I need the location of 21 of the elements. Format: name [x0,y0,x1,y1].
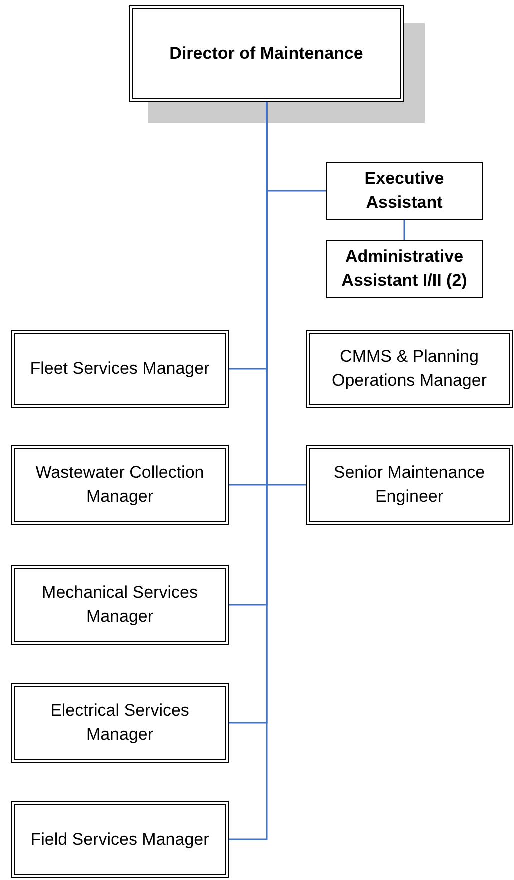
position-title: Administrative Assistant I/II (2) [340,246,468,292]
position-title: Executive Assistant [364,168,446,214]
position-box [326,240,483,298]
position-box [129,5,404,102]
position-title: Wastewater Collection Manager [34,462,206,508]
position-title: Electrical Services Manager [50,700,190,746]
position-title: CMMS & Planning Operations Manager [331,346,488,392]
position-box [11,683,229,763]
position-box [11,330,229,408]
position-box [326,162,483,220]
connector-line [404,220,406,240]
position-box [11,445,229,525]
position-title: Senior Maintenance Engineer [332,462,486,508]
position-title: Fleet Services Manager [30,358,210,380]
position-title: Field Services Manager [30,828,210,851]
position-box [11,565,229,645]
position-box [11,801,229,878]
position-title: Mechanical Services Manager [41,582,199,628]
position-title: Director of Maintenance [170,42,364,65]
position-box [306,330,513,408]
position-box [306,445,513,525]
